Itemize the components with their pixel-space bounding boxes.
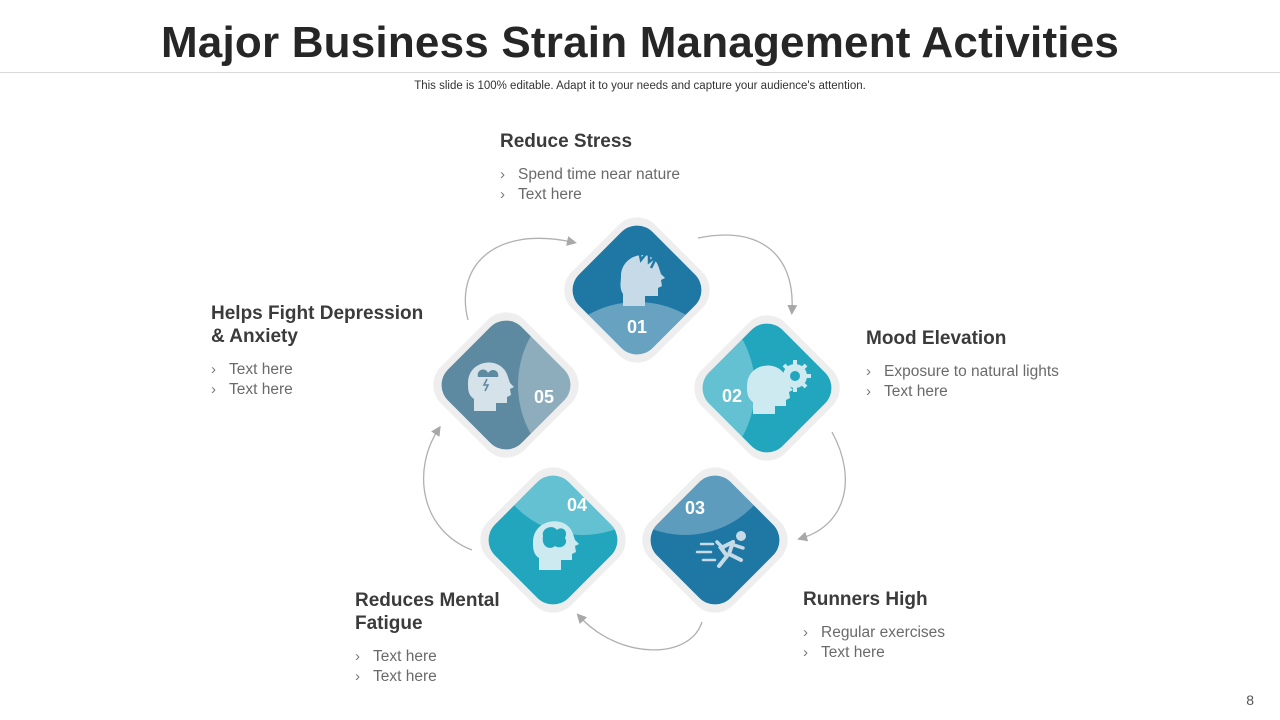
- arrow-1-to-2: [697, 234, 798, 315]
- step-1-diamond: 01: [563, 217, 711, 364]
- step-3-title: Runners High: [803, 589, 928, 610]
- step-1-bullets: Spend time near nature Text here: [500, 165, 680, 204]
- step-3-bullet: Regular exercises: [803, 623, 945, 643]
- arrow-3-to-4: [576, 613, 703, 651]
- title-divider: [0, 72, 1280, 73]
- step-4-number: 04: [567, 495, 587, 515]
- step-1-bullet: Spend time near nature: [500, 165, 680, 185]
- step-5-bullet: Text here: [211, 360, 423, 380]
- step-4-bullet: Text here: [355, 647, 500, 667]
- step-4-diamond: 04: [480, 466, 627, 613]
- step-3-text: Runners High Regular exercises Text here: [803, 588, 945, 662]
- step-3-number: 03: [685, 498, 705, 518]
- step-4-bullets: Text here Text here: [355, 647, 500, 686]
- step-1-title: Reduce Stress: [500, 131, 633, 152]
- step-5-bullet: Text here: [211, 380, 423, 400]
- arrow-2-to-3: [797, 431, 846, 542]
- step-1-text: Reduce Stress Spend time near nature Tex…: [500, 130, 680, 204]
- step-2-bullet: Text here: [866, 382, 1059, 402]
- step-3-bullet: Text here: [803, 643, 945, 663]
- step-5-title-line: & Anxiety: [211, 326, 298, 347]
- step-5-bullets: Text here Text here: [211, 360, 423, 399]
- step-4-title-line: Fatigue: [355, 613, 423, 634]
- head-gear-icon: [747, 360, 811, 414]
- step-2-number: 02: [722, 386, 742, 406]
- step-1-bullet: Text here: [500, 185, 680, 205]
- storm-head-icon: [468, 362, 514, 411]
- page-number: 8: [1246, 692, 1254, 708]
- arrow-4-to-5: [423, 425, 473, 551]
- step-5-title: Helps Fight Depression & Anxiety: [211, 302, 423, 348]
- slide-title: Major Business Strain Management Activit…: [160, 18, 1120, 67]
- slide-subtitle: This slide is 100% editable. Adapt it to…: [414, 80, 866, 92]
- step-1-number: 01: [627, 317, 647, 337]
- arrow-5-to-1: [464, 236, 577, 321]
- step-2-bullets: Exposure to natural lights Text here: [866, 362, 1059, 401]
- step-4-text: Reduces Mental Fatigue Text here Text he…: [355, 589, 500, 686]
- step-5-number: 05: [534, 387, 554, 407]
- step-4-bullet: Text here: [355, 667, 500, 687]
- step-5-title-line: Helps Fight Depression: [211, 303, 424, 324]
- stressed-head-icon: [620, 246, 665, 306]
- step-4-title: Reduces Mental Fatigue: [355, 589, 500, 635]
- step-4-title-line: Reduces Mental: [355, 590, 500, 611]
- brain-head-icon: [533, 521, 579, 570]
- step-5-text: Helps Fight Depression & Anxiety Text he…: [211, 302, 423, 399]
- step-2-bullet: Exposure to natural lights: [866, 362, 1059, 382]
- step-3-bullets: Regular exercises Text here: [803, 623, 945, 662]
- step-3-diamond: 03: [641, 466, 788, 613]
- running-person-icon: [695, 531, 746, 568]
- step-2-title: Mood Elevation: [866, 328, 1007, 349]
- step-2-text: Mood Elevation Exposure to natural light…: [866, 327, 1059, 401]
